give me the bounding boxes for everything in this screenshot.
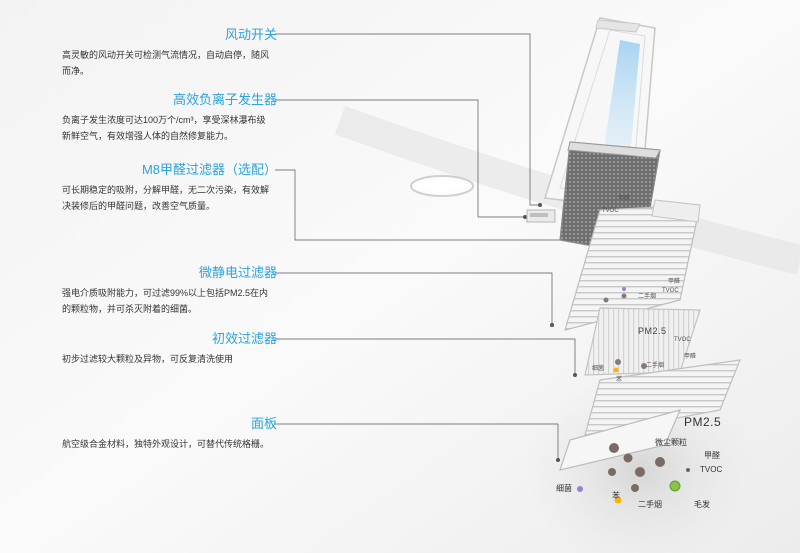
label-dust: 微尘颗粒: [655, 438, 687, 447]
feature-title: 微静电过滤器: [198, 265, 277, 280]
feature-desc: 高灵敏的风动开关可检测气流情况，自动启停，随风而净。: [62, 50, 270, 76]
panel-layer: [559, 409, 682, 471]
feature-panel: 面板 航空级合金材料，独特外观设计，可替代传统格栅。: [62, 416, 277, 452]
particles: [577, 287, 690, 504]
leader-static-filter: [275, 272, 553, 325]
label-benzene: 苯: [616, 377, 623, 383]
feature-primary-filter: 初效过滤器 初步过滤较大颗粒及异物，可反复清洗使用: [62, 331, 277, 367]
grille-layer: [584, 359, 741, 436]
leader-ion-generator: [275, 99, 525, 218]
label-bacteria: 细菌: [592, 366, 605, 372]
feature-desc: 可长期稳定的吸附，分解甲醛，无二次污染，有效解决装修后的甲醛问题，改善空气质量。: [62, 185, 270, 211]
label-bacteria: 细菌: [556, 484, 572, 493]
label-secondhand-smoke: 二手烟: [638, 500, 662, 509]
leader-wind-switch: [275, 33, 540, 206]
label-secondhand-smoke: 二手烟: [638, 294, 657, 300]
feature-desc: 负离子发生浓度可达100万个/cm³，享受深林瀑布级新鲜空气，有效增强人体的自然…: [62, 115, 266, 141]
label-formaldehyde: 甲醛: [704, 451, 720, 460]
feature-desc: 初步过滤较大颗粒及异物，可反复清洗使用: [62, 354, 234, 364]
feature-desc: 航空级合金材料，独特外观设计，可替代传统格栅。: [62, 439, 270, 449]
feature-ion-generator: 高效负离子发生器 负离子发生浓度可达100万个/cm³，享受深林瀑布级新鲜空气，…: [62, 92, 277, 144]
label-tvoc: TVOC: [674, 337, 691, 343]
label-formaldehyde: 甲醛: [668, 279, 681, 285]
label-formaldehyde: 甲醛: [684, 354, 697, 360]
label-tvoc: TVOC: [662, 288, 679, 294]
air-haze: [520, 370, 760, 553]
label-pm25: PM2.5: [638, 326, 667, 336]
feature-m8-filter: M8甲醛过滤器（选配） 可长期稳定的吸附，分解甲醛，无二次污染，有效解决装修后的…: [62, 162, 277, 214]
feature-desc: 强电介质吸附能力，可过滤99%以上包括PM2.5在内的颗粒物，并可杀灭附着的细菌…: [62, 288, 269, 314]
feature-title: 面板: [250, 416, 277, 431]
label-hair: 毛发: [694, 500, 710, 509]
feature-title: 风动开关: [224, 27, 277, 42]
leader-primary-filter: [275, 338, 576, 375]
ion-generator-block: [526, 209, 556, 223]
leader-panel: [275, 423, 559, 460]
leader-m8-filter: [275, 169, 568, 241]
label-tvoc: TVOC: [602, 208, 619, 214]
feature-wind-switch: 风动开关 高灵敏的风动开关可检测气流情况，自动启停，随风而净。: [62, 27, 277, 79]
label-benzene: 苯: [612, 491, 620, 500]
feature-static-filter: 微静电过滤器 强电介质吸附能力，可过滤99%以上包括PM2.5在内的颗粒物，并可…: [62, 265, 277, 317]
static-filter-layer: [564, 199, 701, 331]
feature-title: 初效过滤器: [211, 331, 277, 346]
label-pm25: PM2.5: [684, 415, 722, 429]
feature-title: 高效负离子发生器: [172, 92, 277, 107]
feature-title: M8甲醛过滤器（选配）: [141, 162, 277, 177]
label-tvoc: TVOC: [700, 465, 723, 474]
label-secondhand-smoke: 二手烟: [646, 363, 665, 369]
label-formaldehyde: 甲醛: [618, 196, 631, 202]
